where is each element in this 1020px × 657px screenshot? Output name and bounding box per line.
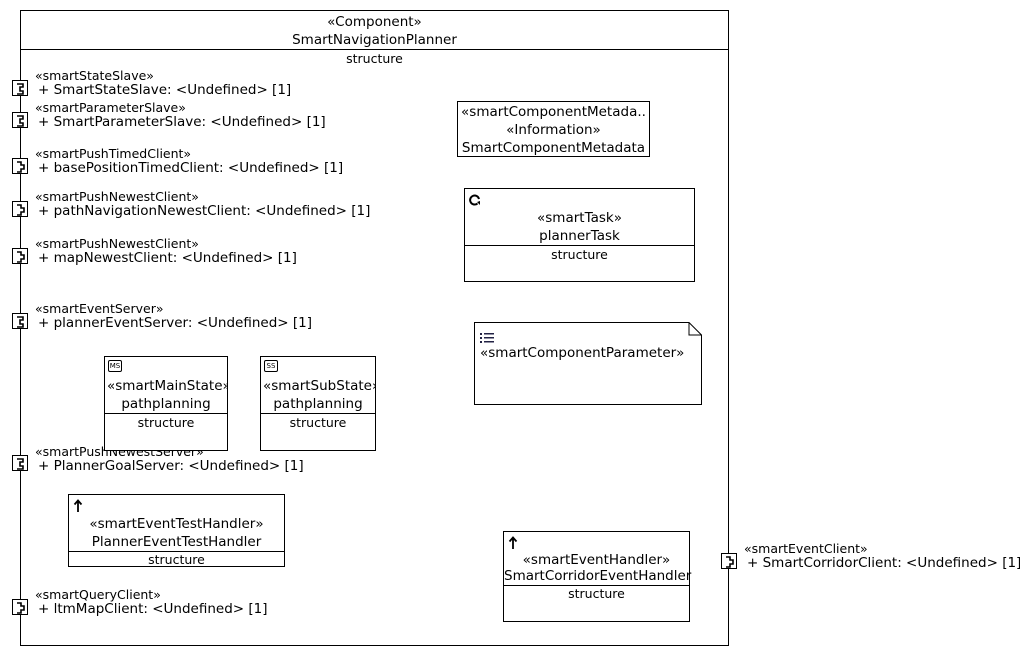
- port-plannergoalserver[interactable]: [12, 455, 28, 471]
- required-port-icon: [17, 161, 25, 173]
- event-handler-compartment-label: structure: [568, 586, 625, 601]
- port-smartcorridorclient[interactable]: [721, 553, 737, 569]
- up-arrow-icon: [508, 535, 518, 554]
- task-compartment-label: structure: [551, 247, 608, 262]
- port-pathnavigationnewestclient[interactable]: [12, 201, 28, 217]
- component-separator: [21, 49, 728, 50]
- port-basepositiontimedclient[interactable]: [12, 158, 28, 174]
- task-separator: [465, 245, 694, 246]
- component-stereotype: «Component»: [327, 14, 422, 30]
- task-name: plannerTask: [539, 228, 620, 244]
- port-label: «smartEventServer»+ plannerEventServer: …: [35, 301, 312, 331]
- event-handler-stereotype: «smartEventHandler»: [522, 552, 671, 568]
- required-port-icon: [17, 602, 25, 614]
- port-label: «smartPushTimedClient»+ basePositionTime…: [35, 146, 344, 176]
- sub-state-badge: SS: [264, 360, 278, 372]
- sub-state-stereotype: «smartSubState»: [263, 378, 376, 394]
- sub-state-separator: [261, 413, 375, 414]
- sub-state-box[interactable]: SS «smartSubState» pathplanning structur…: [260, 356, 376, 451]
- main-state-compartment-label: structure: [137, 415, 195, 430]
- note-shape: [474, 322, 702, 405]
- test-handler-name: PlannerEventTestHandler: [91, 534, 262, 550]
- component-compartment-label: structure: [346, 51, 403, 66]
- port-label: «smartPushNewestClient»+ pathNavigationN…: [35, 189, 371, 219]
- main-state-name: pathplanning: [121, 396, 211, 412]
- task-stereotype: «smartTask»: [537, 210, 622, 226]
- list-icon: [480, 329, 494, 348]
- external-port-label: «smartEventClient»+ SmartCorridorClient:…: [744, 541, 1020, 571]
- sub-state-compartment-label: structure: [289, 415, 347, 430]
- port-label: «smartPushNewestServer»+ PlannerGoalServ…: [35, 444, 304, 474]
- main-state-box[interactable]: MS «smartMainState» pathplanning structu…: [104, 356, 228, 451]
- provided-port-icon: [17, 316, 24, 328]
- required-port-icon: [726, 556, 734, 568]
- test-handler-compartment-label: structure: [148, 552, 205, 567]
- port-ltmmapclient[interactable]: [12, 599, 28, 615]
- provided-port-icon: [17, 458, 24, 470]
- test-handler-stereotype: «smartEventTestHandler»: [89, 516, 264, 532]
- required-port-icon: [17, 251, 25, 263]
- port-smartparameterslave[interactable]: [12, 112, 28, 128]
- test-handler-box[interactable]: «smartEventTestHandler» PlannerEventTest…: [68, 494, 285, 567]
- port-plannereventserver[interactable]: [12, 313, 28, 329]
- event-handler-separator: [504, 585, 689, 586]
- provided-port-icon: [17, 115, 24, 127]
- test-handler-separator: [69, 551, 284, 552]
- metadata-box[interactable]: «smartComponentMetada.. «Information» Sm…: [457, 101, 650, 157]
- port-mapnewestclient[interactable]: [12, 248, 28, 264]
- required-port-icon: [17, 204, 25, 216]
- metadata-information-stereotype: «Information»: [506, 122, 601, 138]
- event-handler-box[interactable]: «smartEventHandler» SmartCorridorEventHa…: [503, 531, 692, 622]
- metadata-name: SmartComponentMetadata: [461, 140, 646, 156]
- component-name: SmartNavigationPlanner: [292, 32, 457, 48]
- up-arrow-icon: [73, 498, 83, 517]
- port-smartstateslave[interactable]: [12, 80, 28, 96]
- port-label: «smartQueryClient»+ ltmMapClient: <Undef…: [35, 587, 268, 617]
- task-box[interactable]: «smartTask» plannerTask structure: [464, 188, 695, 282]
- parameter-note[interactable]: «smartComponentParameter»: [474, 322, 702, 405]
- sub-state-name: pathplanning: [273, 396, 363, 412]
- metadata-stereotype: «smartComponentMetada..: [461, 104, 646, 120]
- main-state-stereotype: «smartMainState»: [107, 378, 228, 394]
- event-handler-name: SmartCorridorEventHandler: [504, 568, 692, 584]
- main-state-separator: [105, 413, 227, 414]
- parameter-note-text: «smartComponentParameter»: [480, 345, 685, 361]
- port-label: «smartStateSlave»+ SmartStateSlave: <Und…: [35, 68, 292, 98]
- port-label: «smartPushNewestClient»+ mapNewestClient…: [35, 236, 297, 266]
- main-state-badge: MS: [108, 360, 122, 372]
- port-label: «smartParameterSlave»+ SmartParameterSla…: [35, 100, 326, 130]
- provided-port-icon: [17, 83, 24, 95]
- cycle-icon: [468, 192, 482, 211]
